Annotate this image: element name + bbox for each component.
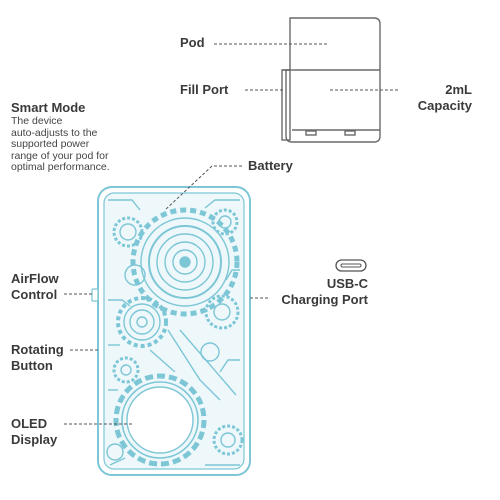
smart-mode-desc-line: range of your pod for	[11, 149, 109, 162]
airflow-label-line2: Control	[11, 287, 58, 302]
rotating-button-label: Rotating Button	[11, 342, 64, 374]
battery-label: Battery	[248, 158, 293, 173]
airflow-label-line1: AirFlow	[11, 271, 59, 286]
oled-label-line2: Display	[11, 432, 58, 447]
usb-c-port-icon	[335, 259, 367, 272]
pod-label: Pod	[180, 35, 205, 50]
device-illustration	[91, 186, 251, 476]
smart-mode-desc-line: optimal performance.	[11, 161, 110, 173]
airflow-control-label: AirFlow Control	[11, 271, 59, 303]
pod-illustration	[281, 17, 381, 143]
smart-mode-description: The device auto-adjusts to the supported…	[11, 115, 110, 174]
usb-c-charging-port-label: USB-C Charging Port	[268, 276, 368, 308]
usbc-label-line1: USB-C	[326, 276, 368, 291]
smart-mode-desc-line: supported power	[11, 138, 90, 150]
smart-mode-title: Smart Mode	[11, 100, 86, 115]
battery-leader-line	[164, 165, 242, 211]
rotating-label-line1: Rotating	[11, 342, 64, 357]
usbc-label-line2: Charging Port	[281, 292, 368, 307]
capacity-label-line2: Capacity	[417, 98, 472, 113]
smart-mode-desc-line: auto-adjusts to the	[11, 126, 98, 139]
oled-label-line1: OLED	[11, 416, 48, 431]
smart-mode-desc-line: The device	[11, 115, 63, 127]
oled-display-label: OLED Display	[11, 416, 57, 448]
capacity-label-line1: 2mL	[445, 82, 472, 97]
capacity-label: 2mL Capacity	[392, 82, 472, 114]
rotating-label-line2: Button	[11, 358, 53, 373]
fill-port-label: Fill Port	[180, 82, 229, 97]
